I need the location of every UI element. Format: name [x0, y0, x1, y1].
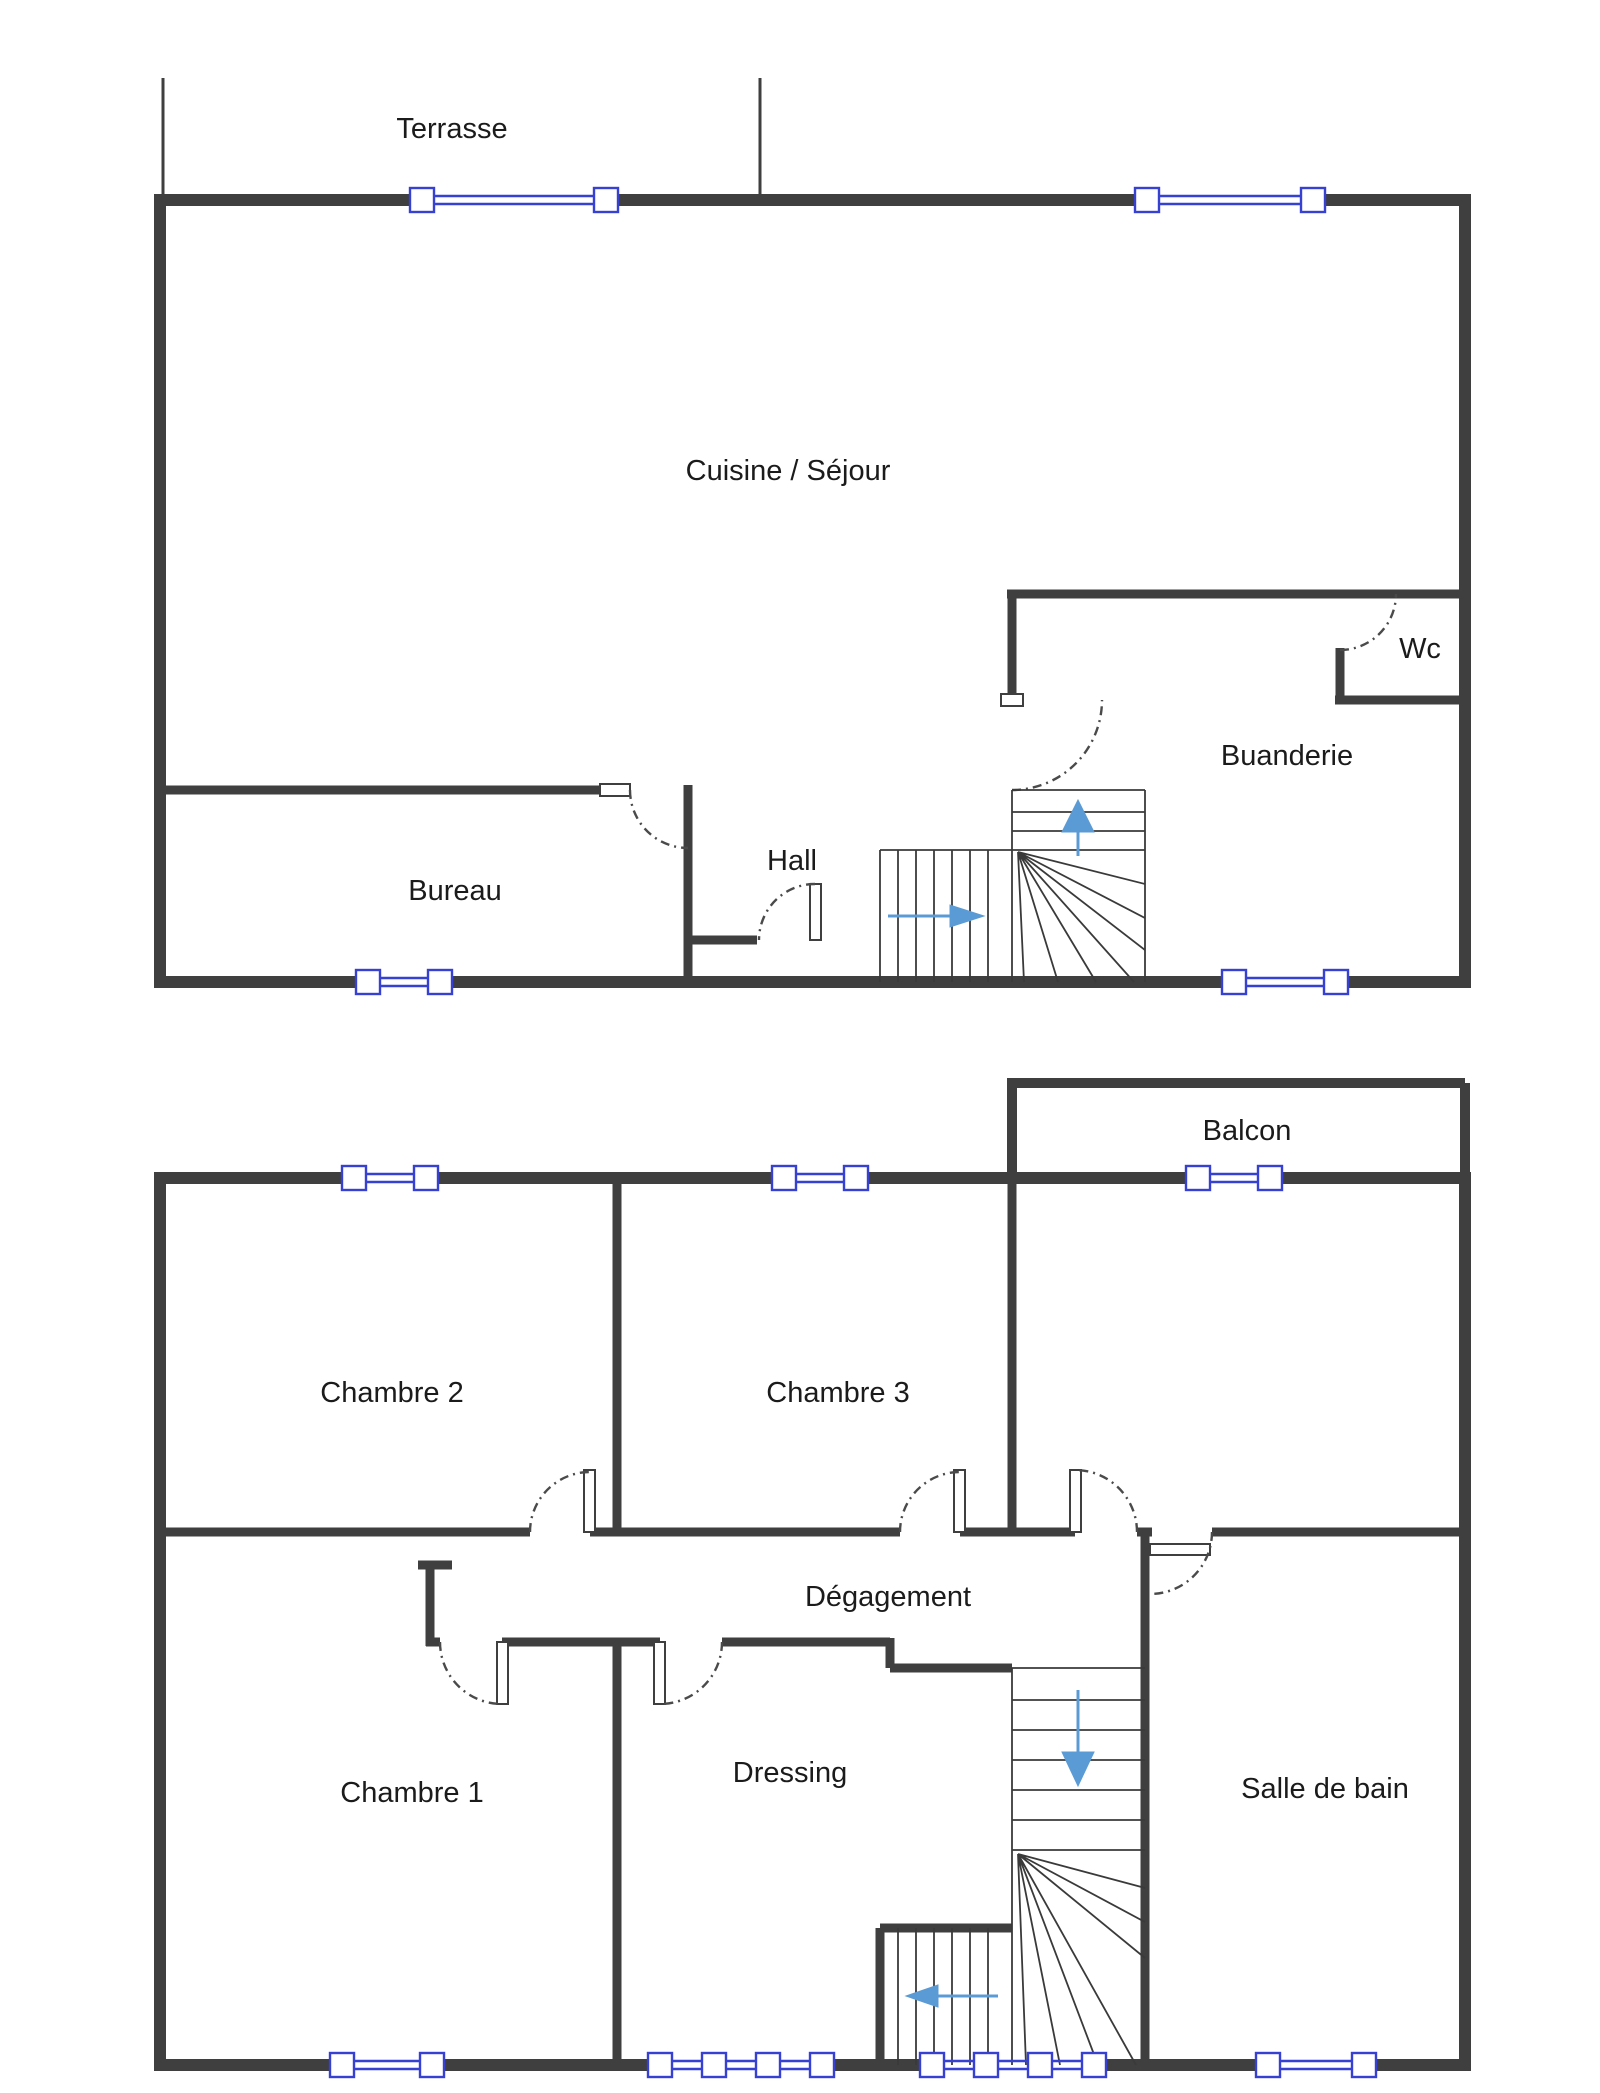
- staircase-upper-floor: [897, 1667, 1146, 2066]
- room-label-chambre-2: Chambre 2: [320, 1377, 463, 1409]
- window-post: [1184, 1164, 1212, 1192]
- room-label-degagement: Dégagement: [805, 1581, 971, 1613]
- door-leaf: [1069, 1469, 1082, 1533]
- room-label-terrasse: Terrasse: [396, 113, 507, 145]
- door-leaf: [953, 1469, 966, 1533]
- door-swing-arc: [528, 1470, 591, 1533]
- window-post: [1254, 2051, 1282, 2079]
- window-post: [700, 2051, 728, 2079]
- stair-down-arrow: [1061, 1751, 1095, 1788]
- stair-outline: [1011, 1667, 1145, 2065]
- door-leaf: [1149, 1543, 1211, 1556]
- stair-treads: [897, 1699, 1145, 2065]
- window-post: [1350, 2051, 1378, 2079]
- door-swing-arc: [1149, 1531, 1214, 1596]
- window-post: [408, 186, 436, 214]
- stair-winder-fan: [1017, 1853, 1146, 2066]
- interior-walls: [160, 589, 1465, 982]
- door-leaf: [1000, 693, 1024, 707]
- staircase-ground-floor: [879, 789, 1146, 983]
- window-symbol: [770, 1164, 870, 1192]
- window-symbol: [646, 2051, 836, 2079]
- ground-floor-plan: Terrasse Cuisine / Séjour Wc Buanderie B…: [154, 78, 1471, 996]
- door-swing-arc: [757, 882, 816, 941]
- door-leaf: [653, 1641, 666, 1705]
- window-symbol: [1220, 968, 1350, 996]
- room-label-dressing: Dressing: [733, 1757, 847, 1789]
- stair-up-arrow: [1061, 798, 1095, 833]
- room-label-buanderie: Buanderie: [1221, 740, 1353, 772]
- window-post: [418, 2051, 446, 2079]
- room-label-balcon: Balcon: [1203, 1115, 1292, 1147]
- room-label-wc: Wc: [1399, 633, 1441, 665]
- door-swing-arc: [659, 1641, 724, 1706]
- stair-treads: [897, 811, 1145, 982]
- window-post: [412, 1164, 440, 1192]
- window-post: [1133, 186, 1161, 214]
- door-leaf: [496, 1641, 509, 1705]
- door-swing-arc: [438, 1641, 503, 1706]
- room-label-chambre-3: Chambre 3: [766, 1377, 909, 1409]
- window-post: [770, 1164, 798, 1192]
- window-post: [842, 1164, 870, 1192]
- window-symbol: [1254, 2051, 1378, 2079]
- stair-right-arrow: [949, 904, 986, 928]
- window-symbol: [408, 186, 620, 214]
- window-post: [808, 2051, 836, 2079]
- window-post: [1322, 968, 1350, 996]
- door-swing-arc: [1339, 593, 1398, 652]
- window-symbol: [1184, 1164, 1284, 1192]
- upper-floor-plan: Balcon Chambre 2 Chambre 3 Dégagement Ch…: [154, 1078, 1471, 2079]
- window-post: [972, 2051, 1000, 2079]
- window-symbol: [918, 2051, 1108, 2079]
- outer-walls: [154, 1172, 1471, 2071]
- door-swing-arc: [1011, 699, 1104, 792]
- interior-walls: [160, 1178, 1465, 2065]
- room-label-salle-de-bain: Salle de bain: [1241, 1773, 1409, 1805]
- window-post: [918, 2051, 946, 2079]
- window-symbol: [328, 2051, 446, 2079]
- room-label-cuisine-sejour: Cuisine / Séjour: [686, 455, 891, 487]
- door-leaf: [599, 783, 631, 797]
- window-symbol: [1133, 186, 1327, 214]
- door-swing-arc: [628, 789, 689, 850]
- door-swing-arc: [898, 1470, 961, 1533]
- stair-left-arrow: [904, 1984, 939, 2008]
- room-label-bureau: Bureau: [408, 875, 502, 907]
- window-post: [328, 2051, 356, 2079]
- door-leaf: [809, 883, 822, 941]
- door-leaf: [583, 1469, 596, 1533]
- window-symbol: [354, 968, 454, 996]
- room-label-hall: Hall: [767, 845, 817, 877]
- window-post: [646, 2051, 674, 2079]
- window-post: [592, 186, 620, 214]
- window-post: [1026, 2051, 1054, 2079]
- window-post: [354, 968, 382, 996]
- stair-winder-fan: [1017, 851, 1146, 983]
- window-symbol: [340, 1164, 440, 1192]
- window-post: [1080, 2051, 1108, 2079]
- window-post: [426, 968, 454, 996]
- window-post: [1256, 1164, 1284, 1192]
- balcony-walls: [1007, 1078, 1470, 1183]
- terrace-boundary: [161, 78, 762, 196]
- stair-outline: [879, 789, 1146, 982]
- window-post: [754, 2051, 782, 2079]
- upper-floor-windows: [328, 1164, 1378, 2079]
- window-post: [340, 1164, 368, 1192]
- ground-floor-windows: [354, 186, 1350, 996]
- window-post: [1220, 968, 1248, 996]
- window-post: [1299, 186, 1327, 214]
- door-swing-arc: [1074, 1468, 1139, 1533]
- room-label-chambre-1: Chambre 1: [340, 1777, 483, 1809]
